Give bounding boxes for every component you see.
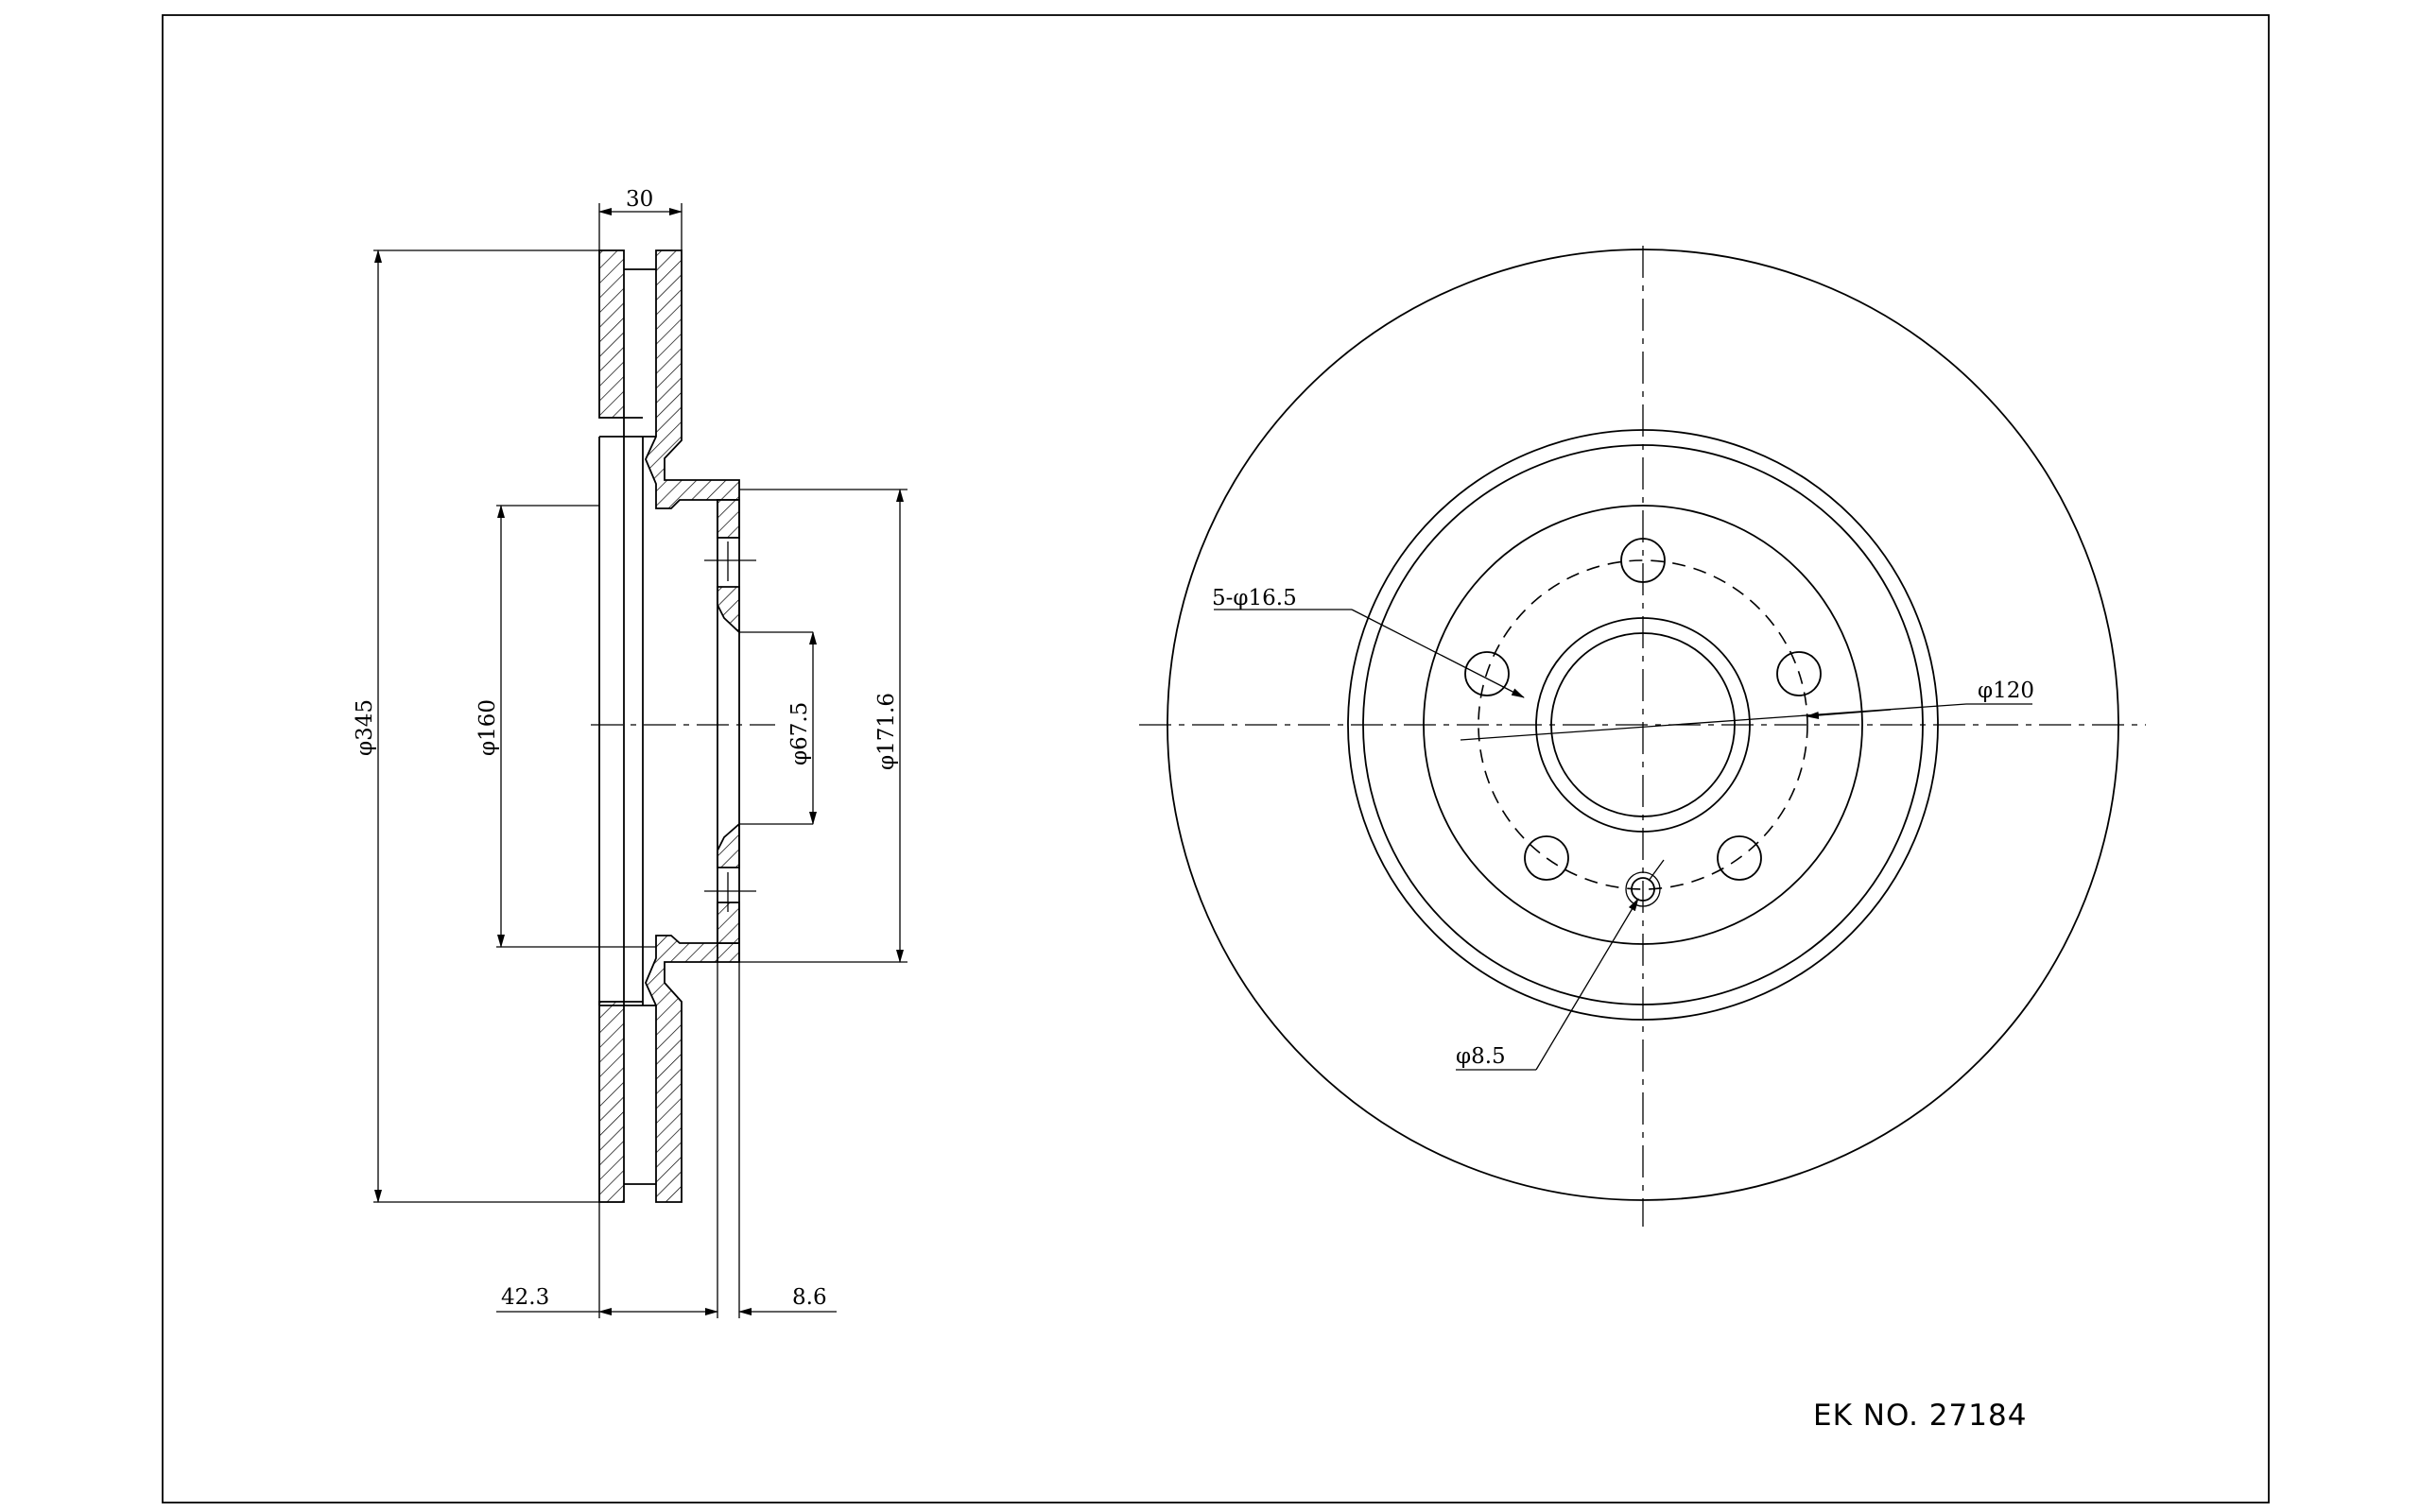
dim-outer-label: φ345 [353, 699, 377, 756]
hat-wall-top [717, 586, 740, 635]
bolt-circle [1478, 559, 1808, 890]
hat-wall-bottom [717, 822, 740, 868]
pilot-hole-outer [1625, 871, 1661, 907]
dim-pilot-arrow [1535, 898, 1639, 1071]
outer-cheek-top [598, 249, 625, 419]
side-section-view: 30 φ345 φ160 φ67.5 φ171.6 42.3 8.6 [353, 187, 908, 1318]
dim-hatin-label: φ160 [475, 699, 500, 756]
dim-height-label: 42.3 [501, 1285, 549, 1310]
dim-hatthk-label: 8.6 [792, 1285, 827, 1310]
drawing-border [162, 14, 2270, 1503]
bolt-hole-1 [1620, 538, 1666, 583]
hub-bore-outer [1535, 617, 1751, 833]
dim-bore-label: φ67.5 [787, 702, 812, 765]
bolt-hole-2 [1776, 651, 1822, 696]
inner-cheek-hat-top [645, 249, 740, 509]
friction-inner-circle-b [1362, 444, 1924, 1005]
bolt-hole-4 [1524, 835, 1569, 881]
dim-bolt-circle-label: φ120 [1978, 679, 2034, 703]
bolt-hole-3 [1717, 835, 1762, 881]
dim-bolt-holes-arrow [1351, 609, 1525, 698]
dim-width-label: 30 [626, 187, 653, 212]
friction-inner-circle-a [1347, 429, 1939, 1021]
dim-hatout-label: φ171.6 [874, 693, 899, 770]
inner-cheek-hat-bottom [645, 935, 740, 1203]
outer-cheek-bottom [598, 1001, 625, 1203]
bolt-hole-5 [1464, 651, 1510, 696]
dim-pilot-arrow-2 [1648, 859, 1665, 882]
dim-bolt-holes-label: 5-φ16.5 [1212, 586, 1297, 610]
dim-bolt-circle-arrow-r [1806, 709, 1892, 719]
hat-circle [1423, 505, 1863, 945]
dim-pilot-label: φ8.5 [1456, 1044, 1506, 1069]
front-view: 5-φ16.5 φ120 φ8.5 [1139, 246, 2146, 1227]
pilot-hole [1631, 877, 1655, 902]
part-number-label: EK NO. 27184 [1813, 1399, 2027, 1433]
hat-flange-upper [717, 499, 740, 539]
rotor-outer-circle [1167, 249, 2119, 1201]
hub-bore-inner [1550, 632, 1736, 817]
